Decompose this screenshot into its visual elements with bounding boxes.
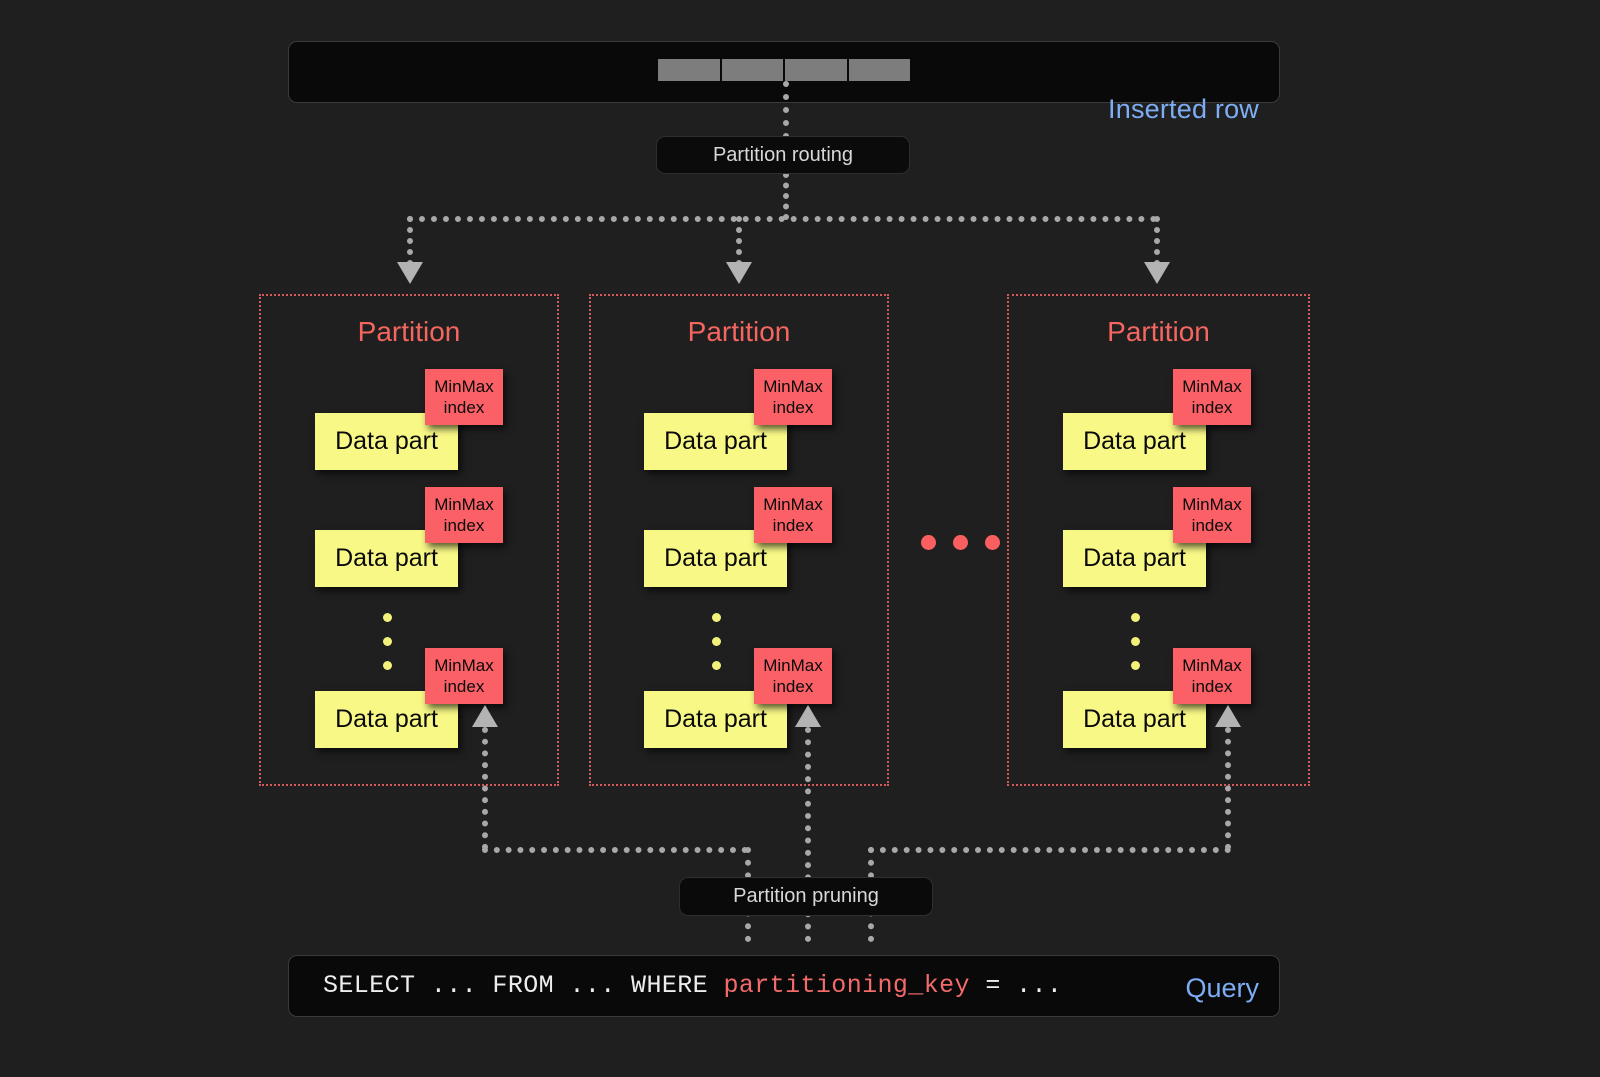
data-part-label: Data part: [1083, 427, 1186, 455]
connector-pruning-to-partition-3: [1225, 727, 1231, 850]
data-part-box: Data part: [1063, 413, 1206, 470]
minmax-label-line2: index: [1191, 677, 1233, 696]
minmax-label-line1: MinMax: [434, 494, 494, 514]
minmax-index-box: MinMax index: [1173, 487, 1251, 543]
data-part-label: Data part: [335, 705, 438, 733]
minmax-label-line1: MinMax: [763, 494, 823, 514]
connector-row-to-routing: [783, 81, 789, 139]
data-part-box: Data part: [1063, 691, 1206, 748]
partition-title: Partition: [687, 316, 791, 347]
minmax-label-line1: MinMax: [1182, 655, 1242, 675]
inserted-row-cell: [848, 59, 910, 81]
arrow-into-partition-2: [726, 262, 752, 284]
partition-routing-box: Partition routing: [656, 136, 910, 174]
partition-box-2: Partition: [589, 294, 889, 786]
query-label: Query: [1185, 973, 1259, 1003]
ellipsis-dot: [1131, 661, 1140, 670]
data-part-box: Data part: [315, 530, 458, 587]
minmax-label-line1: MinMax: [434, 655, 494, 675]
partition-pruning-label: Partition pruning: [733, 885, 879, 907]
ellipsis-dot: [985, 535, 1000, 550]
connector-pruning-bus-right: [868, 847, 1231, 853]
minmax-label-line2: index: [772, 677, 814, 696]
minmax-label-line1: MinMax: [763, 376, 823, 396]
minmax-label-line1: MinMax: [434, 376, 494, 396]
minmax-index-box: MinMax index: [425, 648, 503, 704]
arrow-to-partition-3: [1215, 705, 1241, 727]
connector-bus-to-partition-2: [736, 216, 742, 266]
minmax-index-box: MinMax index: [425, 487, 503, 543]
minmax-index-box: MinMax index: [1173, 648, 1251, 704]
ellipsis-dot: [1131, 613, 1140, 622]
minmax-index-box: MinMax index: [754, 369, 832, 425]
data-part-box: Data part: [315, 691, 458, 748]
data-part-label: Data part: [1083, 705, 1186, 733]
query-sql-text: SELECT ... FROM ... WHERE partitioning_k…: [323, 971, 1062, 1000]
minmax-label-line2: index: [772, 398, 814, 417]
query-bar: SELECT ... FROM ... WHERE partitioning_k…: [288, 955, 1280, 1017]
arrow-to-partition-1: [472, 705, 498, 727]
partition-box-3: Partition: [1007, 294, 1310, 786]
minmax-label-line1: MinMax: [1182, 376, 1242, 396]
inserted-row-cell: [658, 59, 720, 81]
data-parts-ellipsis: [1131, 613, 1140, 685]
connector-routing-bus: [407, 216, 1157, 222]
ellipsis-dot: [712, 637, 721, 646]
data-parts-ellipsis: [712, 613, 721, 685]
inserted-row-cell: [785, 59, 847, 81]
arrow-into-partition-1: [397, 262, 423, 284]
arrow-to-partition-2: [795, 705, 821, 727]
ellipsis-dot: [921, 535, 936, 550]
query-sql-prefix: SELECT ... FROM ... WHERE: [323, 971, 724, 1000]
partition-title: Partition: [1107, 316, 1210, 347]
data-part-label: Data part: [664, 544, 767, 572]
data-part-label: Data part: [664, 705, 767, 733]
minmax-label-line1: MinMax: [1182, 494, 1242, 514]
query-partitioning-key: partitioning_key: [723, 971, 970, 1000]
partition-box-1: Partition: [259, 294, 559, 786]
connector-bus-to-partition-1: [407, 216, 413, 266]
ellipsis-dot: [712, 661, 721, 670]
ellipsis-dot: [1131, 637, 1140, 646]
partitions-ellipsis: [921, 535, 1000, 550]
data-part-label: Data part: [664, 427, 767, 455]
minmax-label-line2: index: [443, 677, 485, 696]
inserted-row-cells: [658, 59, 910, 81]
partition-routing-label: Partition routing: [712, 143, 854, 166]
data-part-label: Data part: [335, 427, 438, 455]
ellipsis-dot: [383, 613, 392, 622]
inserted-row-label: Inserted row: [1108, 94, 1259, 124]
connector-pruning-to-partition-1: [482, 727, 488, 850]
connector-pruning-to-partition-2: [805, 727, 811, 942]
ellipsis-dot: [953, 535, 968, 550]
minmax-index-box: MinMax index: [425, 369, 503, 425]
minmax-label-line2: index: [772, 516, 814, 535]
minmax-label-line2: index: [1191, 398, 1233, 417]
minmax-label-line2: index: [443, 516, 485, 535]
arrow-into-partition-3: [1144, 262, 1170, 284]
data-part-box: Data part: [644, 413, 787, 470]
minmax-index-box: MinMax index: [754, 648, 832, 704]
connector-pruning-bus-left: [482, 847, 748, 853]
connector-routing-to-bus: [783, 172, 789, 220]
ellipsis-dot: [383, 637, 392, 646]
partition-pruning-box: Partition pruning: [679, 877, 933, 916]
ellipsis-dot: [712, 613, 721, 622]
minmax-label-line2: index: [443, 398, 485, 417]
data-part-label: Data part: [1083, 544, 1186, 572]
minmax-label-line2: index: [1191, 516, 1233, 535]
inserted-row-cell: [721, 59, 783, 81]
query-sql-suffix: = ...: [969, 971, 1063, 1000]
connector-bus-to-partition-3: [1154, 216, 1160, 266]
ellipsis-dot: [383, 661, 392, 670]
minmax-index-box: MinMax index: [754, 487, 832, 543]
minmax-index-box: MinMax index: [1173, 369, 1251, 425]
minmax-label-line1: MinMax: [763, 655, 823, 675]
data-parts-ellipsis: [383, 613, 392, 685]
data-part-label: Data part: [335, 544, 438, 572]
partition-title: Partition: [357, 316, 461, 347]
